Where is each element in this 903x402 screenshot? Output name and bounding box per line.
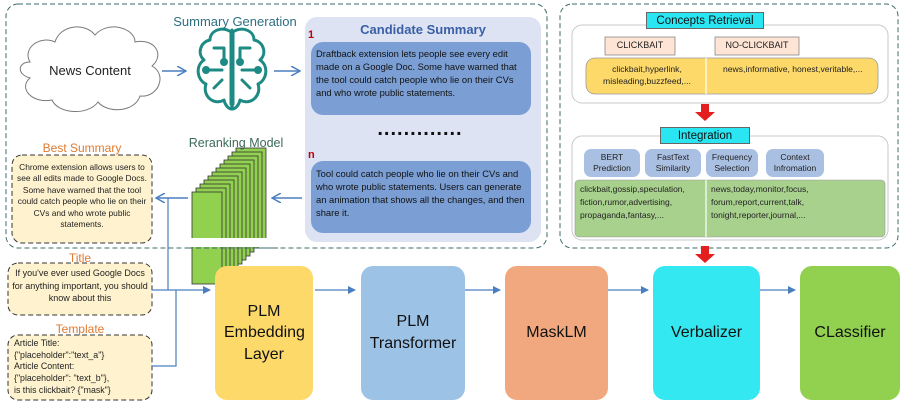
plm-embedding-layer-box: PLM Embedding Layer xyxy=(215,266,313,400)
method-context-information: Context Infromation xyxy=(766,149,824,177)
integration-words-band xyxy=(574,179,886,238)
template-line: is this clickbait? {"mask"} xyxy=(14,384,111,395)
best-summary-box xyxy=(11,154,153,244)
red-arrow-down-2 xyxy=(695,246,715,263)
method-bert-prediction: BERT Prediction xyxy=(584,149,640,177)
cloud-shape xyxy=(19,26,161,112)
concepts-retrieval-title: Concepts Retrieval xyxy=(646,12,764,29)
news-content-label: News Content xyxy=(49,63,131,78)
brain-circuit-icon xyxy=(196,27,268,111)
candidate-index-1: 1 xyxy=(308,29,315,41)
template-line: {"placeholder": "text_b"}, xyxy=(14,373,110,384)
reranking-stack-icon xyxy=(191,147,267,285)
noclickbait-label-box xyxy=(714,36,800,56)
plm-embedding-layer-label: PLM Embedding Layer xyxy=(224,302,305,363)
candidate-summary-box-1 xyxy=(311,42,531,115)
connector-template xyxy=(152,290,177,367)
title-section-text: If you've ever used Google Docs for anyt… xyxy=(12,268,148,304)
noclickbait-label: NO-CLICKBAIT xyxy=(725,40,789,50)
red-arrow-down-1 xyxy=(695,104,715,121)
concepts-words-band xyxy=(585,57,879,95)
method-frequency-selection: Frequency Selection xyxy=(706,149,758,177)
template-box xyxy=(7,334,153,401)
method-fasttext-similarity: FastText Similarity xyxy=(645,149,701,177)
title-box xyxy=(7,262,153,316)
candidate-summary-text-n: Tool could catch people who lie on their… xyxy=(316,168,525,218)
candidate-summary-title: Candidate Summary xyxy=(360,22,486,37)
concepts-clickbait-words: clickbait,hyperlink, misleading,buzzfeed… xyxy=(603,64,691,87)
candidate-ellipsis: ............. xyxy=(377,118,463,140)
candidate-index-n: n xyxy=(308,149,315,161)
title-section-heading: Title xyxy=(68,251,92,265)
clickbait-label: CLICKBAIT xyxy=(616,40,664,50)
template-line: {"placeholder":"text_a"} xyxy=(14,349,105,360)
summary-generation-title: Summary Generation xyxy=(173,14,297,29)
best-summary-text: Chrome extension allows users to see all… xyxy=(17,162,147,230)
template-line: Article Title: xyxy=(14,338,60,348)
classifier-label: CLassifier xyxy=(814,324,886,342)
classifier-box: CLassifier xyxy=(800,266,900,400)
candidate-summary-text-1: Draftback extension lets people see ever… xyxy=(316,48,517,98)
masklm-box: MaskLM xyxy=(505,266,608,400)
candidate-summary-box-n xyxy=(311,161,531,233)
clickbait-label-box xyxy=(604,36,676,56)
verbalizer-box: Verbalizer xyxy=(653,266,760,400)
concepts-noclickbait-words: news,informative, honest,veritable,... xyxy=(723,64,863,74)
best-summary-title: Best Summary xyxy=(42,141,122,155)
reranking-model-title: Reranking Model xyxy=(188,136,284,150)
plm-transformer-label: PLM Transformer xyxy=(369,313,457,352)
integration-clickbait-words: clickbait,gossip,speculation, fiction,ru… xyxy=(580,184,685,220)
template-section-heading: Template xyxy=(55,322,105,336)
concepts-panel-border xyxy=(559,3,899,249)
template-section-text: Article Title: {"placeholder":"text_a"} … xyxy=(14,338,150,396)
integration-noclickbait-words: news,today,monitor,focus, forum,report,c… xyxy=(711,184,809,220)
template-line: Article Content: xyxy=(14,361,75,372)
plm-transformer-box: PLM Transformer xyxy=(361,266,465,400)
verbalizer-label: Verbalizer xyxy=(670,324,743,342)
integration-title: Integration xyxy=(660,127,750,144)
masklm-label: MaskLM xyxy=(526,324,587,342)
